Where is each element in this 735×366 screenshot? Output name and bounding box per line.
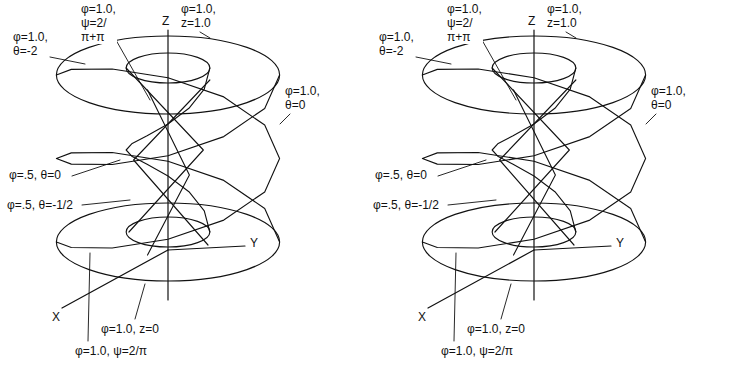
curve-label: φ=.5, θ=-1/2 (372, 198, 440, 212)
axis-label: Y (249, 236, 259, 250)
curve-label: φ=1.0, θ=0 (650, 84, 687, 112)
curve-label: φ=1.0, θ=-2 (378, 30, 415, 58)
curve-label: φ=1.0, ψ=2/π+π (80, 2, 117, 44)
curve-label: φ=.5, θ=0 (374, 168, 428, 182)
axis-label: Y (615, 236, 625, 250)
curve-label: φ=1.0, ψ=2/π (440, 344, 514, 358)
curve-label: φ=1.0, z=1.0 (546, 2, 583, 30)
curve-label: φ=1.0, θ=-2 (12, 30, 49, 58)
left-stereo-view (50, 30, 290, 341)
curve-label: φ=1.0, z=0 (100, 322, 160, 336)
curve-label: φ=1.0, ψ=2/π (74, 344, 148, 358)
axis-label: Z (161, 14, 170, 28)
curve-label: φ=1.0, θ=0 (284, 84, 321, 112)
axis-label: Z (527, 14, 536, 28)
curve-label: φ=.5, θ=0 (8, 168, 62, 182)
curve-label: φ=.5, θ=-1/2 (6, 198, 74, 212)
axis-label: X (417, 310, 427, 324)
right-stereo-view (416, 30, 656, 341)
curve-label: φ=1.0, z=1.0 (180, 2, 217, 30)
curve-label: φ=1.0, ψ=2/π+π (446, 2, 483, 44)
axis-label: X (51, 310, 61, 324)
curve-label: φ=1.0, z=0 (466, 322, 526, 336)
